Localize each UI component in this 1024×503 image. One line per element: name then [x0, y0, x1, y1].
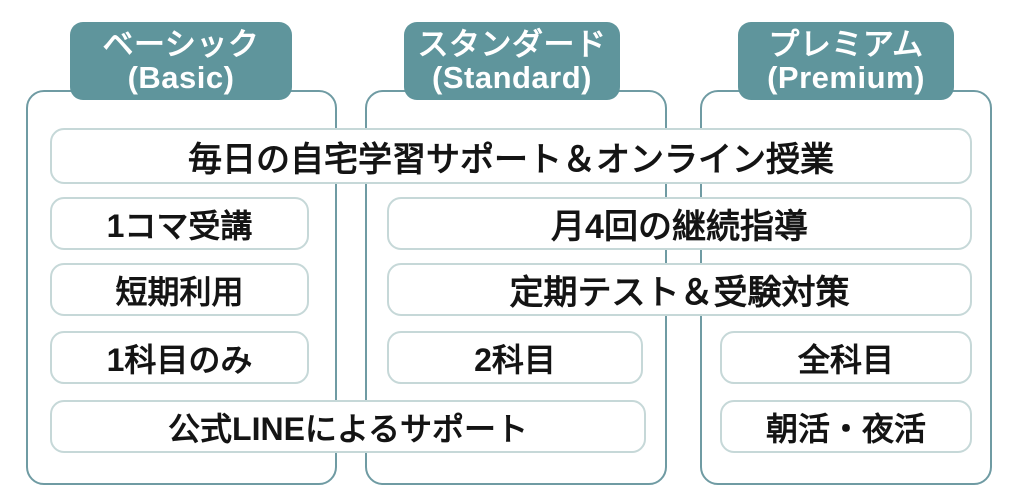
- feature-pill-row4-basic: 1科目のみ: [50, 331, 309, 384]
- feature-pill-row4-standard: 2科目: [387, 331, 643, 384]
- plan-header-premium-label-ja: プレミアム: [768, 26, 924, 62]
- feature-pill-row3-basic: 短期利用: [50, 263, 309, 316]
- feature-label: 月4回の継続指導: [551, 208, 808, 246]
- feature-label: 2科目: [474, 341, 556, 378]
- feature-pill-row3-standard-premium: 定期テスト＆受験対策: [387, 263, 972, 316]
- feature-pill-row1-all: 毎日の自宅学習サポート＆オンライン授業: [50, 128, 972, 184]
- feature-label: 定期テスト＆受験対策: [509, 274, 850, 312]
- feature-pill-row2-standard-premium: 月4回の継続指導: [387, 197, 972, 250]
- plan-header-basic-label-ja: ベーシック: [102, 26, 260, 62]
- feature-label: 短期利用: [115, 273, 244, 310]
- feature-label: 1科目のみ: [106, 341, 253, 378]
- feature-pill-row2-basic: 1コマ受講: [50, 197, 309, 250]
- plan-header-premium[interactable]: プレミアム (Premium): [738, 22, 954, 100]
- feature-pill-row5-basic-standard: 公式LINEによるサポート: [50, 400, 646, 453]
- plan-header-standard-label-en: (Standard): [432, 60, 592, 95]
- feature-label: 毎日の自宅学習サポート＆オンライン授業: [188, 140, 834, 179]
- plan-header-basic[interactable]: ベーシック (Basic): [70, 22, 292, 100]
- feature-label: 1コマ受講: [106, 207, 253, 244]
- feature-label: 公式LINEによるサポート: [168, 410, 528, 447]
- feature-label: 全科目: [797, 341, 894, 378]
- plan-header-premium-label-en: (Premium): [767, 60, 925, 95]
- feature-pill-row5-premium: 朝活・夜活: [720, 400, 972, 453]
- plan-header-standard-label-ja: スタンダード: [417, 26, 607, 62]
- plan-header-standard[interactable]: スタンダード (Standard): [404, 22, 620, 100]
- feature-pill-row4-premium: 全科目: [720, 331, 972, 384]
- plan-header-basic-label-en: (Basic): [127, 60, 235, 95]
- feature-label: 朝活・夜活: [765, 410, 926, 447]
